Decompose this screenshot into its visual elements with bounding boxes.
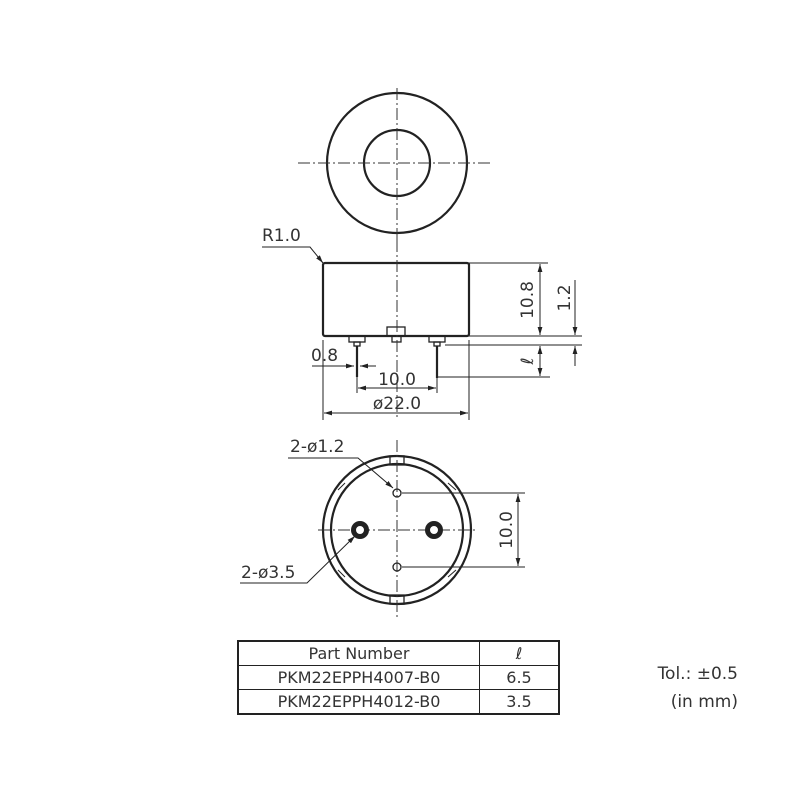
part-number-cell: PKM22EPPH4007-B0 bbox=[237, 665, 480, 690]
table-header-row: Part Number ℓ bbox=[237, 640, 560, 666]
header-part-number: Part Number bbox=[237, 640, 480, 666]
table-row: PKM22EPPH4012-B0 3.5 bbox=[237, 689, 560, 715]
pin-length-label: ℓ bbox=[518, 357, 538, 365]
small-hole-bottom bbox=[392, 562, 402, 572]
part-number-cell: PKM22EPPH4012-B0 bbox=[237, 689, 480, 715]
hole-spacing-label: 10.0 bbox=[497, 511, 517, 549]
left-pin-collar bbox=[353, 341, 361, 347]
offset-label: 1.2 bbox=[555, 284, 575, 311]
large-hole-right-inner bbox=[429, 525, 439, 535]
small-hole-top bbox=[392, 488, 402, 498]
pin-spacing-label: 10.0 bbox=[378, 370, 416, 390]
rib bbox=[447, 569, 457, 578]
part-number-table: Part Number ℓ PKM22EPPH4007-B0 6.5 PKM22… bbox=[237, 640, 560, 715]
pin-width-label: 0.8 bbox=[311, 346, 338, 366]
table-row: PKM22EPPH4007-B0 6.5 bbox=[237, 665, 560, 690]
center-nub bbox=[386, 326, 406, 337]
right-pin-collar bbox=[433, 341, 441, 347]
length-cell: 6.5 bbox=[479, 665, 560, 690]
bottom-view: 10.0 2-ø1.2 2-ø3.5 bbox=[240, 437, 525, 620]
large-holes-label: 2-ø3.5 bbox=[241, 563, 295, 583]
small-holes-leader bbox=[288, 457, 394, 489]
diameter-label: ø22.0 bbox=[373, 394, 421, 414]
tolerance-text: Tol.: ±0.5 bbox=[657, 664, 738, 684]
radius-label: R1.0 bbox=[262, 226, 301, 246]
radius-leader bbox=[262, 246, 324, 264]
rib bbox=[337, 482, 346, 491]
body-outline bbox=[321, 261, 471, 338]
length-cell: 3.5 bbox=[479, 689, 560, 715]
side-view: R1.0 10.8 1.2 ℓ 0.8 10.0 ø22.0 bbox=[262, 226, 582, 420]
height-label: 10.8 bbox=[518, 281, 538, 319]
tolerance-note: Tol.: ±0.5 (in mm) bbox=[643, 660, 738, 716]
large-hole-left-inner bbox=[355, 525, 365, 535]
rib bbox=[447, 482, 457, 491]
header-length: ℓ bbox=[479, 640, 560, 666]
large-holes-leader bbox=[240, 535, 356, 584]
small-holes-label: 2-ø1.2 bbox=[290, 437, 344, 457]
rib bbox=[337, 569, 346, 578]
top-view bbox=[298, 88, 490, 240]
units-text: (in mm) bbox=[670, 692, 738, 712]
